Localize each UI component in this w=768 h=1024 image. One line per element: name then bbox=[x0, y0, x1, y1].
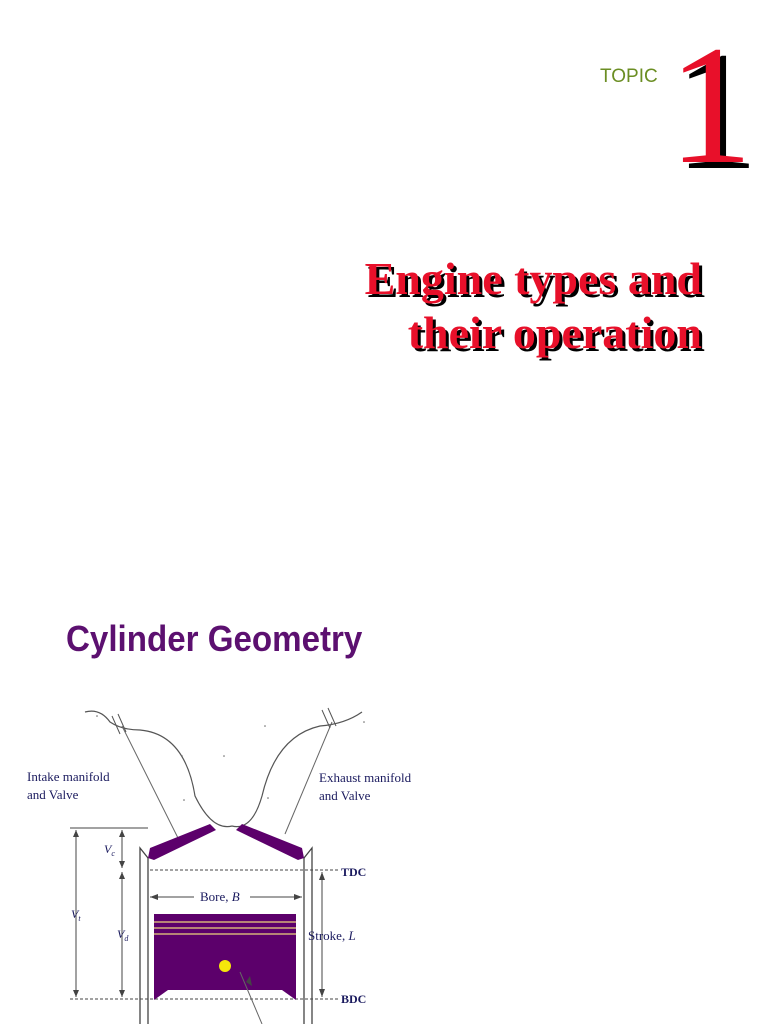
exhaust-manifold-wall bbox=[231, 711, 363, 828]
stroke-arrowhead-top bbox=[319, 872, 325, 880]
bore-arrowhead-right bbox=[294, 894, 302, 900]
piston-head bbox=[154, 914, 296, 960]
intake-break-mark bbox=[111, 713, 127, 735]
connecting-rod-arrow bbox=[246, 976, 252, 986]
exhaust-valve bbox=[236, 824, 304, 860]
speckle bbox=[183, 799, 185, 801]
cylinder-wall-left bbox=[139, 846, 149, 1024]
bore-arrowhead-left bbox=[150, 894, 158, 900]
topic-label: TOPIC bbox=[600, 66, 658, 87]
intake-manifold-wall bbox=[84, 710, 233, 828]
exhaust-label-line-2: and Valve bbox=[319, 788, 371, 803]
stroke-arrowhead-bottom bbox=[319, 989, 325, 997]
intake-valve bbox=[148, 824, 216, 860]
connecting-rod-line bbox=[239, 971, 263, 1024]
slide-title-line-1: Engine types and bbox=[364, 253, 702, 304]
exhaust-port-line bbox=[284, 721, 333, 835]
slide-cylinder-geometry: Cylinder Geometry Bore, B bbox=[0, 576, 768, 1024]
cylinder-diagram: Bore, B Stroke, L Vc Vd bbox=[27, 707, 412, 1024]
piston-pin bbox=[219, 960, 231, 972]
stroke-label: Stroke, L bbox=[308, 928, 356, 943]
topic-number: 1 bbox=[668, 11, 753, 199]
vd-arrowhead-top bbox=[119, 872, 125, 879]
exhaust-break-mark bbox=[321, 707, 337, 729]
slide-title-line-2: their operation bbox=[407, 307, 702, 358]
vc-arrowhead-top bbox=[119, 830, 125, 837]
speckle bbox=[264, 725, 266, 727]
speckle bbox=[267, 797, 269, 799]
exhaust-label-line-1: Exhaust manifold bbox=[319, 770, 412, 785]
speckle bbox=[96, 715, 98, 717]
vd-arrowhead-bottom bbox=[119, 990, 125, 997]
vt-arrowhead-top bbox=[73, 830, 79, 837]
bdc-label: BDC bbox=[341, 992, 366, 1006]
speckle bbox=[363, 721, 365, 723]
vc-label: Vc bbox=[104, 842, 115, 858]
intake-label-line-1: Intake manifold bbox=[27, 769, 110, 784]
bore-label: Bore, B bbox=[200, 889, 240, 904]
vc-arrowhead-bottom bbox=[119, 861, 125, 868]
piston-skirt bbox=[154, 960, 296, 1000]
vt-arrowhead-bottom bbox=[73, 990, 79, 997]
slide-topic-1: TOPIC 1 Engine types and their operation bbox=[364, 11, 753, 358]
slide-title: Cylinder Geometry bbox=[66, 618, 363, 659]
tdc-label: TDC bbox=[341, 865, 366, 879]
intake-label-line-2: and Valve bbox=[27, 787, 79, 802]
intake-port-line bbox=[121, 725, 179, 839]
vt-label: Vt bbox=[71, 907, 81, 923]
speckle bbox=[223, 755, 225, 757]
cylinder-wall-right bbox=[303, 846, 313, 1024]
vd-label: Vd bbox=[117, 927, 129, 943]
speckle bbox=[181, 755, 183, 757]
